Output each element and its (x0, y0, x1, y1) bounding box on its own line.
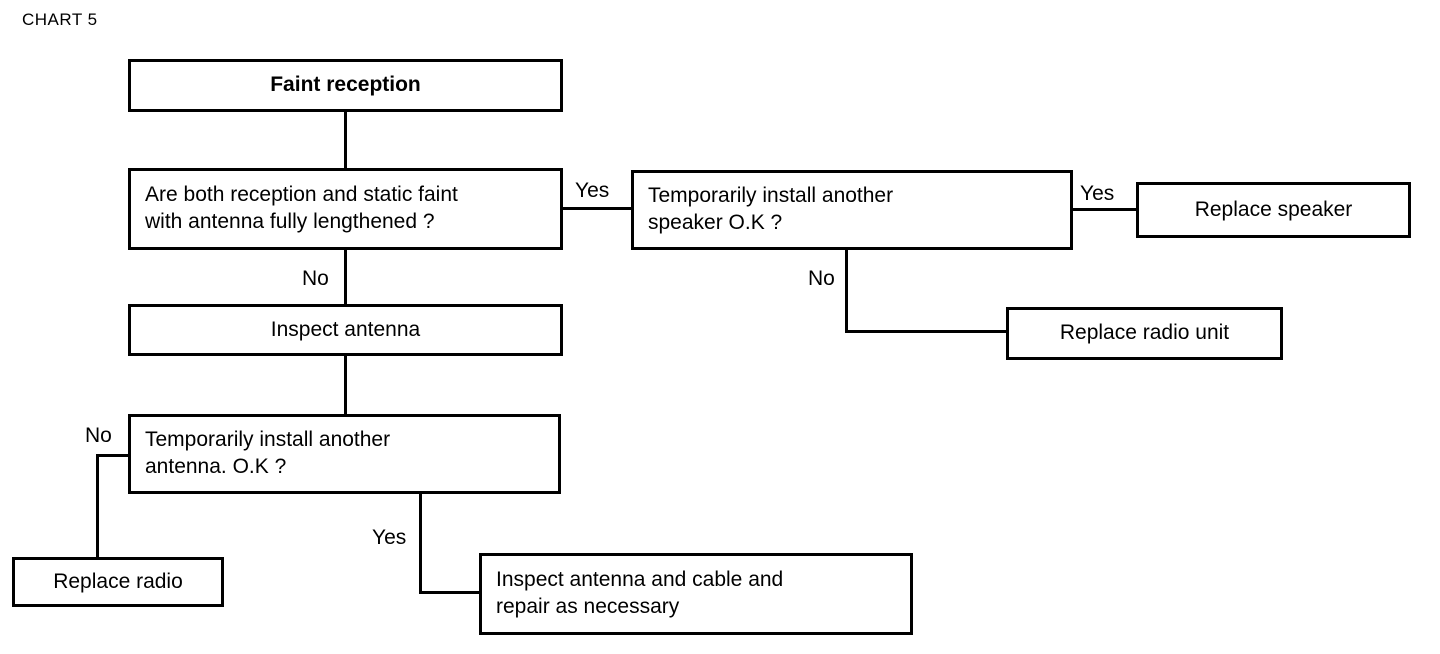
connector-speaker-no-down (845, 250, 848, 333)
node-replace-radio-unit[interactable]: Replace radio unit (1006, 307, 1283, 360)
connector-question-to-yes-speaker (563, 207, 631, 210)
connector-antenna-no-down (96, 454, 99, 559)
edge-label-yes-inspect-cable: Yes (372, 526, 407, 549)
node-label-inspect-antenna: Inspect antenna (270, 317, 421, 341)
connector-question-to-no-down (344, 250, 347, 304)
edge-label-yes-replace-speaker: Yes (1080, 182, 1115, 205)
connector-antenna-yes-down (419, 494, 422, 594)
connector-speaker-to-yes-right (1073, 208, 1136, 211)
node-inspect-cable[interactable]: Inspect antenna and cable and repair as … (479, 553, 913, 635)
connector-antenna-no-left (96, 454, 130, 457)
node-faint-reception[interactable]: Faint reception (128, 59, 563, 112)
node-label-speaker-question: Temporarily install another speaker O.K … (648, 184, 894, 234)
node-label-both-faint-question: Are both reception and static faint with… (145, 183, 458, 233)
page-title: CHART 5 (22, 10, 98, 29)
edge-label-no-replace-radio: No (85, 424, 112, 447)
node-label-replace-speaker: Replace speaker (1194, 197, 1353, 221)
node-label-inspect-cable: Inspect antenna and cable and repair as … (496, 568, 784, 618)
node-both-faint-question[interactable]: Are both reception and static faint with… (128, 168, 563, 250)
node-label-replace-radio: Replace radio (53, 569, 183, 593)
edge-label-yes-speaker-branch: Yes (575, 179, 610, 202)
connector-faint-to-question (344, 112, 347, 168)
node-inspect-antenna[interactable]: Inspect antenna (128, 304, 563, 356)
node-label-replace-radio-unit: Replace radio unit (1059, 321, 1230, 345)
node-antenna-question[interactable]: Temporarily install another antenna. O.K… (128, 414, 561, 494)
node-label-antenna-question: Temporarily install another antenna. O.K… (145, 428, 391, 478)
node-replace-speaker[interactable]: Replace speaker (1136, 182, 1411, 238)
edge-label-no-inspect-branch: No (302, 267, 329, 290)
node-label-faint-reception: Faint reception (270, 73, 421, 97)
node-replace-radio[interactable]: Replace radio (12, 557, 224, 607)
connector-inspect-to-antenna-q (344, 356, 347, 414)
connector-speaker-no-right (845, 330, 1006, 333)
edge-label-no-replace-radio-unit: No (808, 267, 835, 290)
connector-antenna-yes-right (419, 591, 481, 594)
node-speaker-question[interactable]: Temporarily install another speaker O.K … (631, 170, 1073, 250)
